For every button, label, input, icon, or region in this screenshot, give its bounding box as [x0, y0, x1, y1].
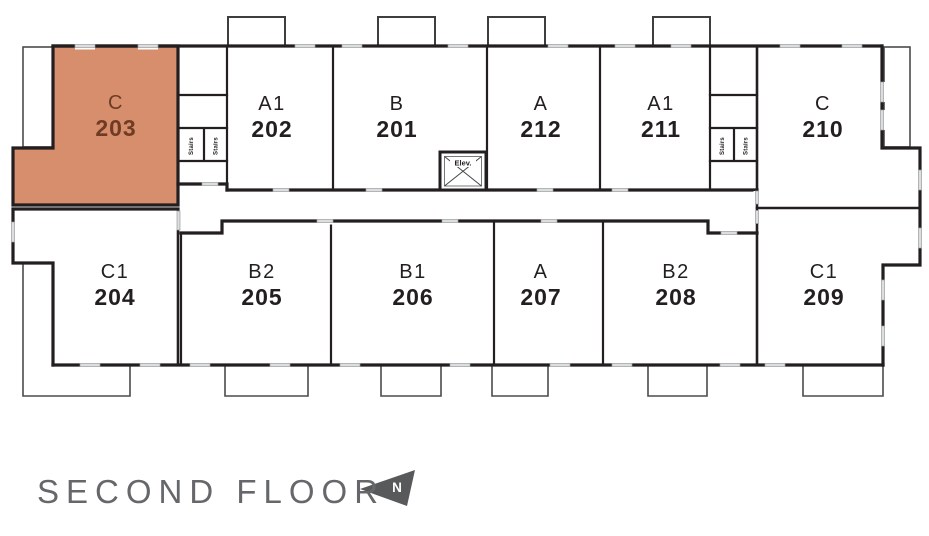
unit-201[interactable]: B 201 [333, 46, 487, 190]
unit-209-label: C1 209 [803, 261, 845, 310]
unit-206-label: B1 206 [392, 261, 434, 310]
stairs-label: Stairs [214, 137, 220, 155]
unit-212[interactable]: A 212 [487, 46, 600, 190]
balcony-201 [377, 16, 436, 47]
unit-202[interactable]: A1 202 [227, 46, 333, 190]
unit-211-label: A1 211 [640, 93, 682, 142]
balcony-206 [380, 365, 442, 397]
window-marks-sides [9, 81, 924, 347]
floor-title: SECOND FLOOR [37, 473, 386, 510]
unit-206[interactable]: B1 206 [331, 221, 494, 365]
unit-212-label: A 212 [520, 93, 562, 142]
unit-201-label: B 201 [376, 93, 418, 142]
elevator-label: Elev. [455, 159, 472, 168]
elevator: Elev. [438, 150, 488, 192]
unit-205[interactable]: B2 205 [181, 221, 331, 365]
door-marks [201, 180, 761, 237]
unit-204[interactable]: C1 204 [13, 209, 178, 365]
balcony-204 [22, 263, 131, 397]
unit-208[interactable]: B2 208 [603, 221, 757, 365]
north-label: N [392, 480, 402, 495]
balcony-202 [227, 16, 286, 47]
unit-211[interactable]: A1 211 [600, 46, 710, 190]
unit-203[interactable]: C 203 [13, 46, 178, 207]
unit-210[interactable]: C 210 [757, 46, 920, 208]
unit-202-label: A1 202 [251, 93, 293, 142]
balcony-205 [224, 365, 309, 397]
unit-205-label: B2 205 [241, 261, 283, 310]
openings [9, 42, 924, 369]
unit-203-label: C 203 [95, 92, 137, 141]
balcony-203 [22, 46, 54, 148]
stairs-label: Stairs [744, 137, 750, 155]
unit-209[interactable]: C1 209 [757, 208, 920, 365]
north-arrow-icon: N [360, 470, 415, 506]
stairwells [176, 93, 759, 163]
stairs-label: Stairs [189, 137, 195, 155]
unit-208-label: B2 208 [655, 261, 697, 310]
balconies [22, 16, 911, 397]
balcony-211 [652, 16, 711, 47]
unit-210-label: C 210 [802, 93, 844, 142]
window-marks-top [74, 42, 863, 50]
balcony-207 [491, 365, 549, 397]
stairs-label: Stairs [720, 137, 726, 155]
unit-207[interactable]: A 207 [494, 221, 603, 365]
window-marks-bottom [79, 361, 786, 369]
balcony-208 [647, 365, 708, 397]
balcony-212 [487, 16, 546, 47]
balcony-209 [802, 365, 884, 397]
unit-204-label: C1 204 [94, 261, 136, 310]
unit-207-label: A 207 [520, 261, 562, 310]
